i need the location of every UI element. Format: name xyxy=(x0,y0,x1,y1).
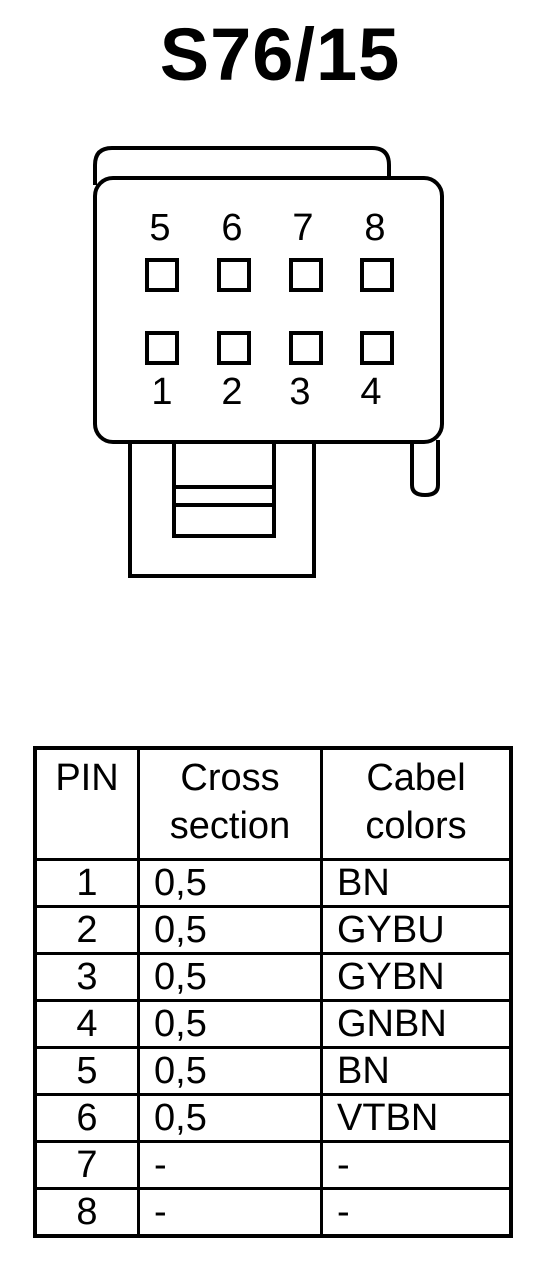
pin-7-socket xyxy=(289,258,323,292)
cell-color: - xyxy=(320,1140,513,1190)
table-header-row: PIN Cross section Cabel colors xyxy=(33,746,513,861)
header-cable-colors: Cabel colors xyxy=(320,746,513,861)
pin-label-7: 7 xyxy=(292,207,313,249)
pin-4-socket xyxy=(360,331,394,365)
pin-label-1: 1 xyxy=(151,371,172,413)
pin-label-3: 3 xyxy=(289,371,310,413)
cell-cross-section: 0,5 xyxy=(137,905,323,955)
pin-1-socket xyxy=(145,331,179,365)
table-row: 8 - - xyxy=(33,1187,513,1238)
cell-cross-section: 0,5 xyxy=(137,1093,323,1143)
pin-3-socket xyxy=(289,331,323,365)
pin-8-socket xyxy=(360,258,394,292)
cell-pin: 3 xyxy=(33,952,140,1002)
cell-pin: 2 xyxy=(33,905,140,955)
pin-assignment-table: PIN Cross section Cabel colors 1 0,5 BN … xyxy=(33,746,513,1238)
table-row: 7 - - xyxy=(33,1140,513,1190)
pin-6-socket xyxy=(217,258,251,292)
pin-5-socket xyxy=(145,258,179,292)
connector-front-body xyxy=(93,176,444,444)
cell-color: - xyxy=(320,1187,513,1238)
cell-cross-section: - xyxy=(137,1187,323,1238)
connector-diagram: 5 6 7 8 1 2 3 4 xyxy=(93,146,444,578)
cell-pin: 5 xyxy=(33,1046,140,1096)
cable-outer xyxy=(128,438,316,578)
connector-latch xyxy=(410,440,440,498)
pin-label-4: 4 xyxy=(360,371,381,413)
cell-cross-section: 0,5 xyxy=(137,1046,323,1096)
table-row: 2 0,5 GYBU xyxy=(33,905,513,955)
connector-back-outline xyxy=(93,146,391,185)
connector-title: S76/15 xyxy=(159,13,401,96)
cell-pin: 1 xyxy=(33,858,140,908)
header-cross-section: Cross section xyxy=(137,746,323,861)
pin-label-6: 6 xyxy=(221,207,242,249)
cell-cross-section: 0,5 xyxy=(137,952,323,1002)
cell-color: BN xyxy=(320,858,513,908)
cell-pin: 7 xyxy=(33,1140,140,1190)
table-row: 3 0,5 GYBN xyxy=(33,952,513,1002)
cell-color: VTBN xyxy=(320,1093,513,1143)
cell-cross-section: 0,5 xyxy=(137,999,323,1049)
cell-color: GYBN xyxy=(320,952,513,1002)
cell-pin: 4 xyxy=(33,999,140,1049)
pin-label-8: 8 xyxy=(364,207,385,249)
cell-color: GYBU xyxy=(320,905,513,955)
table-row: 6 0,5 VTBN xyxy=(33,1093,513,1143)
cell-color: BN xyxy=(320,1046,513,1096)
pin-label-5: 5 xyxy=(149,207,170,249)
cell-cross-section: - xyxy=(137,1140,323,1190)
cell-cross-section: 0,5 xyxy=(137,858,323,908)
header-pin: PIN xyxy=(33,746,140,861)
cell-pin: 6 xyxy=(33,1093,140,1143)
table-row: 5 0,5 BN xyxy=(33,1046,513,1096)
cell-pin: 8 xyxy=(33,1187,140,1238)
pin-2-socket xyxy=(217,331,251,365)
cell-color: GNBN xyxy=(320,999,513,1049)
table-row: 1 0,5 BN xyxy=(33,858,513,908)
pin-label-2: 2 xyxy=(221,371,242,413)
table-row: 4 0,5 GNBN xyxy=(33,999,513,1049)
